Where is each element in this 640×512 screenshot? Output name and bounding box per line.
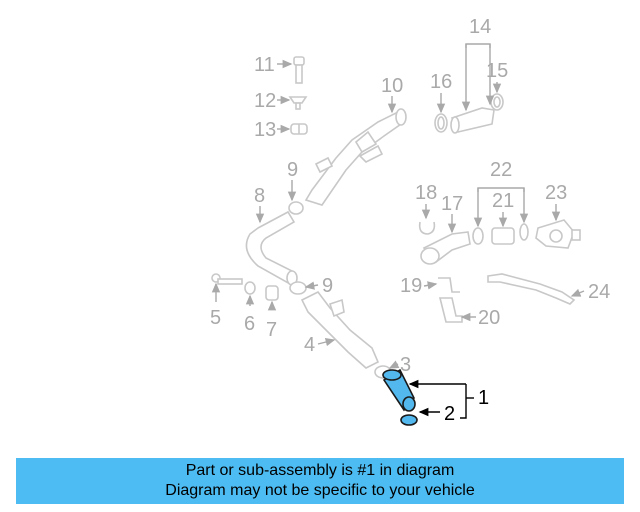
part-13-nut [290,123,308,135]
part-15-oring [490,93,504,111]
part-1-hose-highlighted [382,368,416,412]
banner-line-2: Diagram may not be specific to your vehi… [165,482,475,499]
part-18-clip [418,221,436,235]
part-19-bracket [438,277,460,293]
callout-21: 21 [492,190,514,212]
part-11-bolt [293,56,305,84]
callout-8: 8 [254,185,265,207]
part-10-pipe [304,108,407,206]
callout-2: 2 [444,403,455,425]
callout-17: 17 [441,193,463,215]
part-9-clamp-lower [289,281,307,295]
callout-6: 6 [244,313,255,335]
part-24-bracket [487,273,576,305]
part-22-clamp-b [519,223,529,241]
callout-10: 10 [381,75,403,97]
part-17-hose [420,231,471,265]
callout-23: 23 [545,182,567,204]
part-21-pipe [491,227,515,245]
callout-11: 11 [254,54,275,76]
callout-14: 14 [469,16,491,38]
callout-7: 7 [266,319,277,341]
callout-9-lower: 9 [322,275,333,297]
info-banner: Part or sub-assembly is #1 in diagram Di… [16,458,624,504]
callout-4: 4 [304,334,315,356]
callout-20: 20 [478,307,500,329]
part-14-hose [450,107,495,134]
part-20-bracket [438,297,463,323]
part-2-clamp-highlighted [400,414,418,426]
callout-22: 22 [490,159,512,181]
part-8-hose [245,210,298,286]
callout-1: 1 [478,387,489,409]
part-7-nut [265,285,279,301]
part-12-clip [288,96,308,110]
callout-19: 19 [400,275,422,297]
callout-3: 3 [400,354,411,376]
callout-18: 18 [415,182,437,204]
part-4-pipe [300,290,380,369]
part-22-clamp-a [472,227,484,245]
callout-9-upper: 9 [287,159,298,181]
callout-15: 15 [486,60,508,82]
part-5-bolt [211,273,243,285]
callout-5: 5 [210,307,221,329]
callout-24: 24 [588,281,610,303]
banner-line-1: Part or sub-assembly is #1 in diagram [185,462,455,479]
part-23-housing [535,219,581,249]
callout-13: 13 [254,119,276,141]
callout-12: 12 [254,90,276,112]
part-16-clamp [434,113,448,133]
callout-16: 16 [430,71,452,93]
part-6-washer [244,281,256,295]
part-9-clamp-upper [288,201,304,215]
